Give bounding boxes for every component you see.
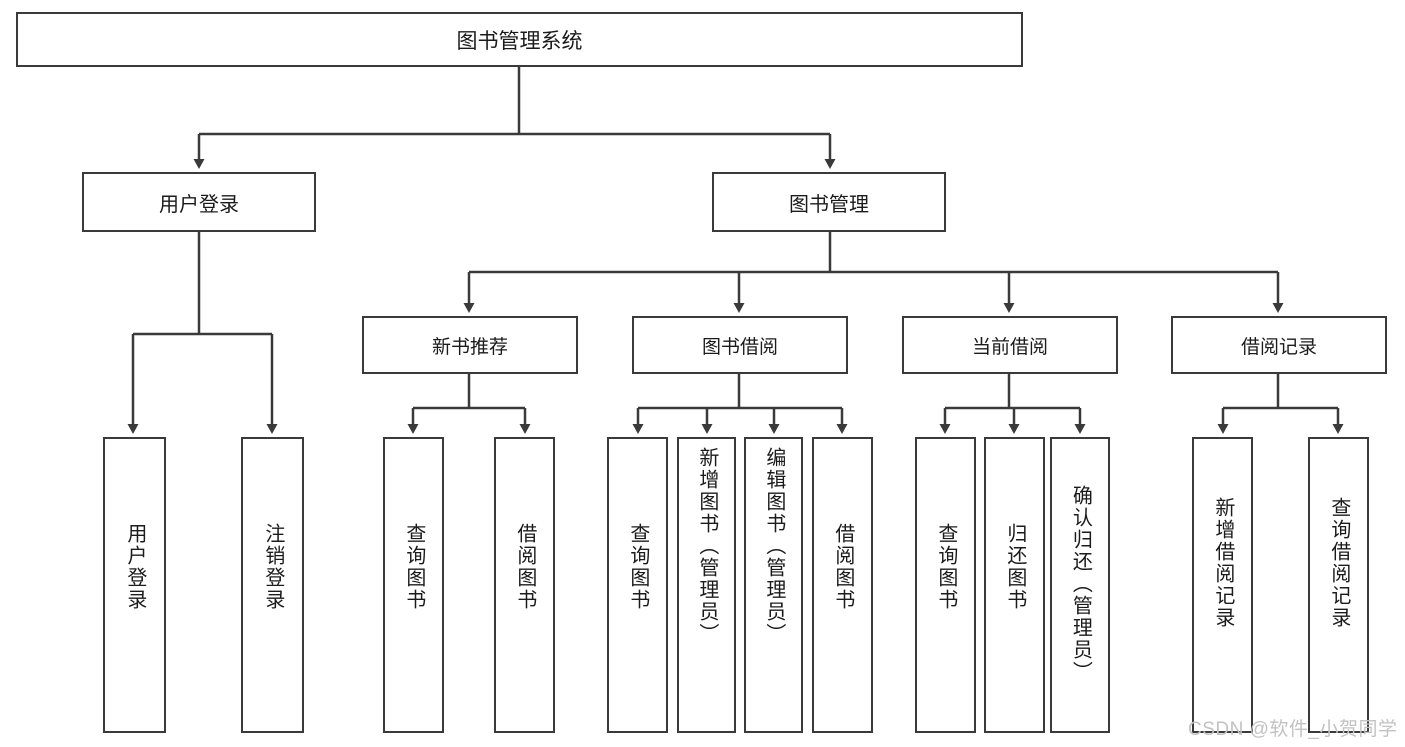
leaf-label: 确认归还（管理员） xyxy=(1069,485,1092,683)
node-new-book-recommend[interactable]: 新书推荐 xyxy=(362,316,578,374)
node-root-system[interactable]: 图书管理系统 xyxy=(16,12,1023,67)
leaf-label: 新增借阅记录 xyxy=(1211,497,1234,629)
leaf-add-borrow-record[interactable]: 新增借阅记录 xyxy=(1192,437,1253,733)
node-book-management[interactable]: 图书管理 xyxy=(712,172,946,232)
node-label: 当前借阅 xyxy=(971,336,1048,358)
leaf-add-book-admin[interactable]: 新增图书（管理员） xyxy=(677,437,736,733)
leaf-label: 归还图书 xyxy=(1003,523,1026,611)
leaf-label: 查询图书 xyxy=(626,523,649,611)
leaf-edit-book-admin[interactable]: 编辑图书（管理员） xyxy=(744,437,803,733)
leaf-return-book[interactable]: 归还图书 xyxy=(984,437,1045,733)
node-label: 图书管理系统 xyxy=(456,29,583,53)
csdn-watermark: CSDN @软件_小贺同学 xyxy=(1188,719,1398,740)
leaf-borrow-book-recommend[interactable]: 借阅图书 xyxy=(494,437,555,733)
leaf-user-logout[interactable]: 注销登录 xyxy=(241,437,304,733)
leaf-query-borrow-record[interactable]: 查询借阅记录 xyxy=(1308,437,1369,733)
node-book-borrow[interactable]: 图书借阅 xyxy=(632,316,848,374)
node-label: 图书管理 xyxy=(789,193,869,216)
leaf-label: 借阅图书 xyxy=(513,523,536,611)
node-borrow-record[interactable]: 借阅记录 xyxy=(1171,316,1387,374)
leaf-label: 注销登录 xyxy=(261,523,284,611)
node-label: 用户登录 xyxy=(159,193,239,216)
leaf-label: 编辑图书（管理员） xyxy=(762,447,785,645)
leaf-borrow-book[interactable]: 借阅图书 xyxy=(812,437,873,733)
leaf-label: 查询借阅记录 xyxy=(1327,497,1350,629)
node-label: 新书推荐 xyxy=(431,336,508,358)
leaf-query-book-current[interactable]: 查询图书 xyxy=(915,437,976,733)
leaf-user-login[interactable]: 用户登录 xyxy=(103,437,166,733)
leaf-label: 查询图书 xyxy=(934,523,957,611)
leaf-query-book-borrow[interactable]: 查询图书 xyxy=(607,437,668,733)
leaf-query-book-recommend[interactable]: 查询图书 xyxy=(383,437,444,733)
leaf-label: 借阅图书 xyxy=(831,523,854,611)
node-current-borrow[interactable]: 当前借阅 xyxy=(902,316,1118,374)
leaf-label: 查询图书 xyxy=(402,523,425,611)
node-user-login[interactable]: 用户登录 xyxy=(82,172,316,232)
leaf-label: 新增图书（管理员） xyxy=(695,447,718,645)
node-label: 图书借阅 xyxy=(701,336,778,358)
node-label: 借阅记录 xyxy=(1240,336,1317,358)
leaf-confirm-return-admin[interactable]: 确认归还（管理员） xyxy=(1050,437,1110,733)
leaf-label: 用户登录 xyxy=(123,523,146,611)
